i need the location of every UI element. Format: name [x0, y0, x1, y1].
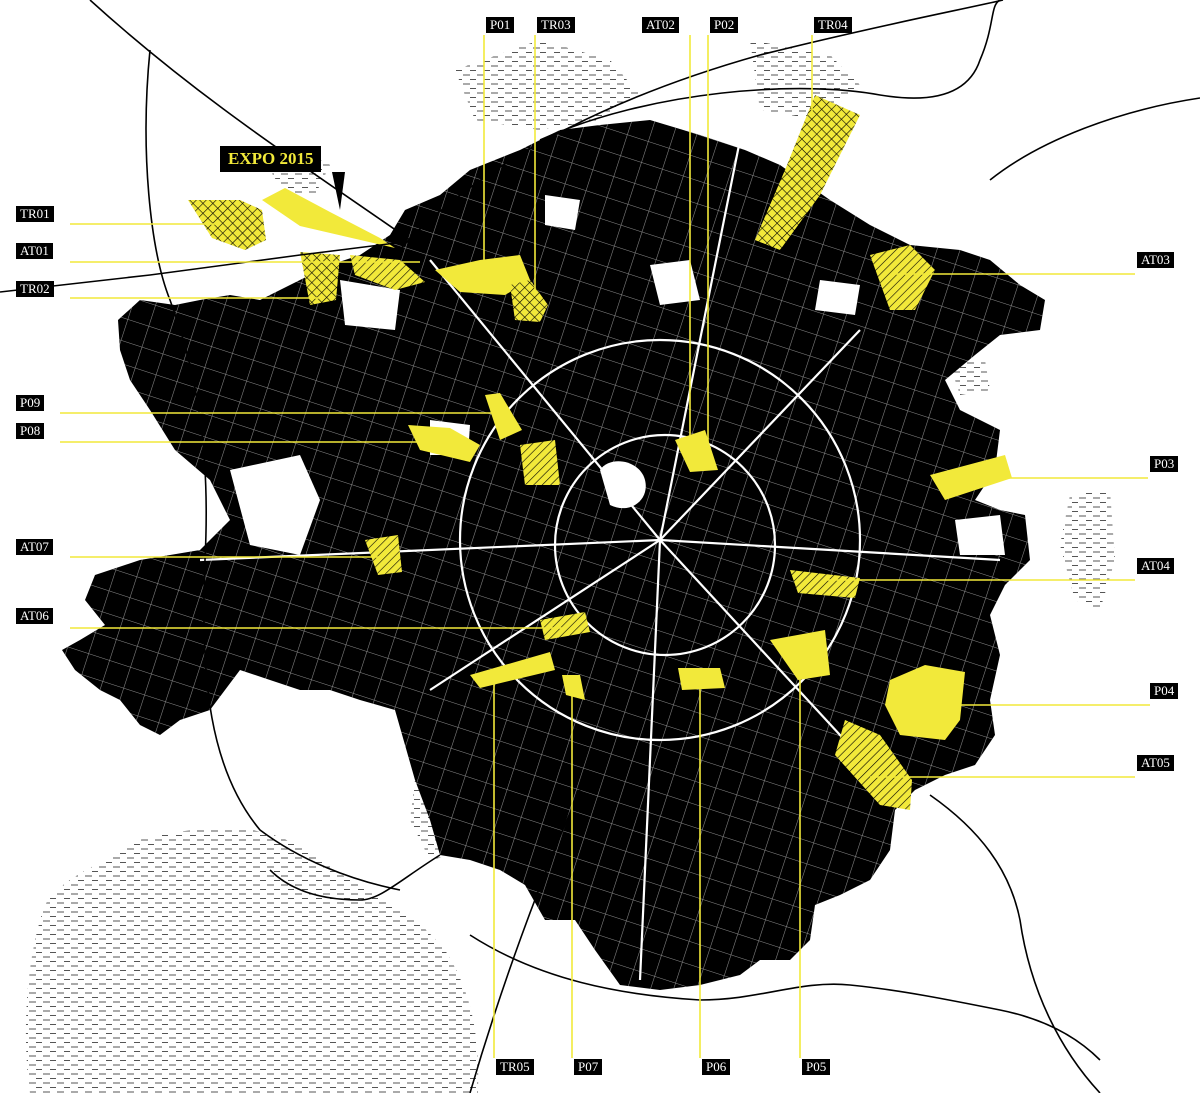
area-at07[interactable]	[365, 535, 402, 575]
label-at04[interactable]: AT04	[1137, 558, 1174, 574]
expo-pointer	[332, 172, 345, 210]
area-at05[interactable]	[835, 720, 912, 810]
dashed-area-east	[1060, 490, 1115, 610]
label-p05[interactable]: P05	[802, 1059, 831, 1075]
expo-2015-callout[interactable]: EXPO 2015	[220, 146, 322, 172]
area-expo[interactable]	[262, 188, 395, 248]
area-at04[interactable]	[790, 570, 860, 598]
area-p04[interactable]	[885, 665, 965, 740]
major-roads	[199, 139, 1001, 981]
label-at02[interactable]: AT02	[642, 17, 679, 33]
area-tr03[interactable]	[510, 280, 548, 322]
radial-road-n	[658, 139, 742, 541]
label-p01[interactable]: P01	[486, 17, 515, 33]
label-p09[interactable]: P09	[16, 395, 45, 411]
area-at03[interactable]	[870, 245, 935, 310]
label-at03[interactable]: AT03	[1137, 252, 1174, 268]
radial-road-e	[659, 538, 1001, 562]
area-tr04[interactable]	[755, 95, 860, 250]
area-p08[interactable]	[408, 425, 480, 462]
rail-north	[394, 0, 1004, 256]
label-p08[interactable]: P08	[16, 423, 45, 439]
open-space-8	[815, 280, 860, 315]
radial-road-ne	[659, 329, 861, 541]
area-p07[interactable]	[562, 675, 585, 700]
radial-road-s	[638, 539, 662, 981]
dashed-area-east-small	[950, 360, 990, 395]
label-at05[interactable]: AT05	[1137, 755, 1174, 771]
label-p03[interactable]: P03	[1150, 456, 1179, 472]
label-tr03[interactable]: TR03	[537, 17, 575, 33]
area-p09[interactable]	[485, 393, 522, 440]
label-p04[interactable]: P04	[1150, 683, 1179, 699]
open-spaces	[230, 195, 1005, 555]
open-space-2	[340, 280, 400, 330]
open-space-1	[230, 455, 320, 555]
area-p01[interactable]	[435, 255, 530, 295]
open-space-4	[650, 260, 700, 305]
rail-south-loop	[469, 934, 1101, 1061]
label-tr01[interactable]: TR01	[16, 206, 54, 222]
dashed-area-north	[455, 40, 640, 130]
open-space-3	[600, 461, 646, 509]
open-space-7	[955, 515, 1005, 555]
rail-northwest	[89, 0, 411, 241]
label-p06[interactable]: P06	[702, 1059, 731, 1075]
rail-east	[989, 97, 1200, 181]
rail-west-loop	[145, 49, 401, 891]
rail-south	[469, 789, 581, 1093]
dashed-area-southwest	[25, 829, 479, 1093]
ring-road	[458, 338, 862, 742]
rail-west	[0, 239, 421, 293]
label-at07[interactable]: AT07	[16, 539, 53, 555]
rail-ne-loop	[539, 0, 1001, 141]
label-at06[interactable]: AT06	[16, 608, 53, 624]
highlighted-sites	[188, 95, 1012, 810]
label-tr05[interactable]: TR05	[496, 1059, 534, 1075]
area-tr01[interactable]	[188, 200, 266, 250]
area-at01[interactable]	[350, 255, 425, 290]
open-space-6	[545, 195, 580, 230]
area-p06[interactable]	[678, 668, 725, 690]
label-tr02[interactable]: TR02	[16, 281, 54, 297]
area-p09-hatch[interactable]	[520, 440, 560, 485]
area-at06[interactable]	[540, 612, 590, 640]
radial-road-sw	[429, 539, 661, 691]
dashed-areas	[25, 40, 1115, 1093]
area-tr05[interactable]	[470, 652, 555, 688]
label-p07[interactable]: P07	[574, 1059, 603, 1075]
area-tr02[interactable]	[300, 252, 340, 305]
label-p02[interactable]: P02	[710, 17, 739, 33]
label-tr04[interactable]: TR04	[814, 17, 852, 33]
label-at01[interactable]: AT01	[16, 243, 53, 259]
leader-lines	[60, 35, 1150, 1058]
rail-southwest	[269, 854, 441, 901]
dashed-area-northeast	[750, 40, 860, 120]
rail-southeast	[929, 794, 1101, 1093]
